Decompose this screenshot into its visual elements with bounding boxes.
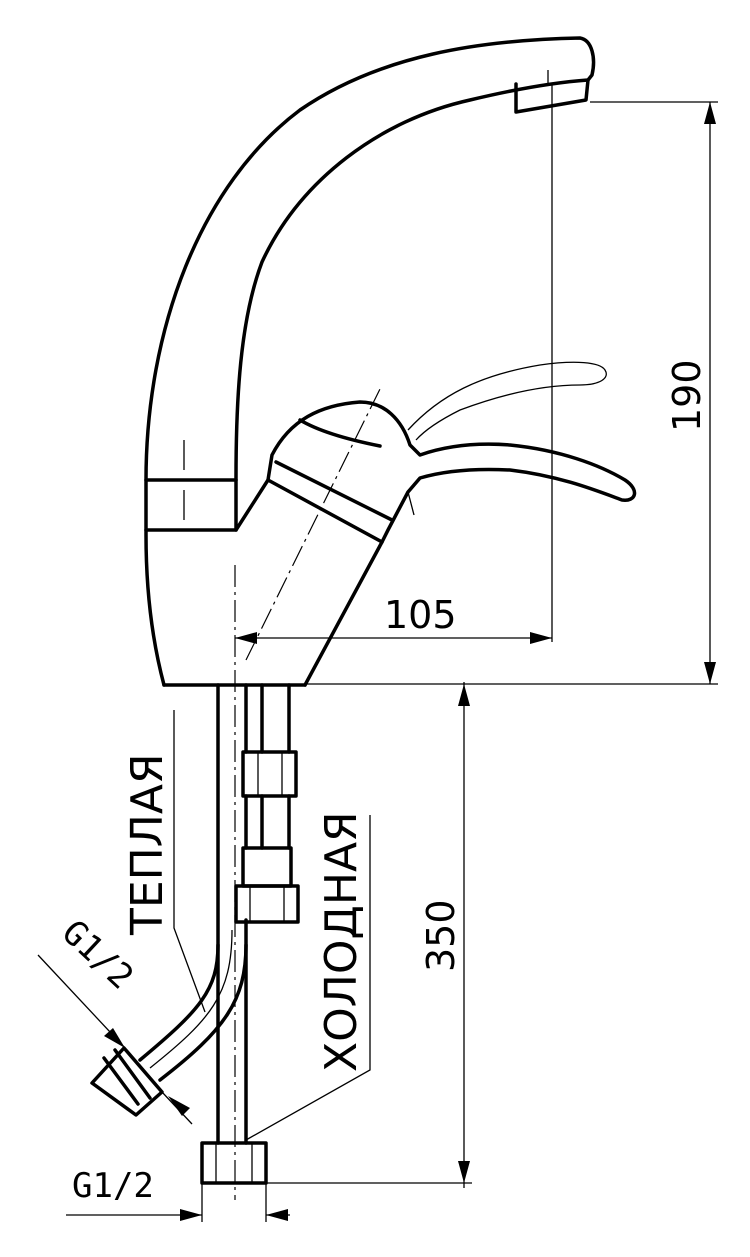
- cold-label-text: ХОЛОДНАЯ: [316, 811, 367, 1072]
- faucet-body: [144, 36, 637, 687]
- dimension-105-label: 105: [384, 593, 457, 637]
- dimension-190-label: 190: [665, 359, 709, 432]
- straight-thread-label: G1/2: [72, 1166, 154, 1206]
- warm-label-text: ТЕПЛАЯ: [122, 753, 173, 936]
- dimension-190: 190: [305, 101, 718, 685]
- angled-thread-dimension: G1/2: [37, 912, 193, 1125]
- center-lines: [234, 384, 383, 1200]
- dimension-105: 105: [235, 84, 553, 644]
- dimension-350-label: 350: [419, 899, 463, 972]
- warm-hose-label: ТЕПЛАЯ: [122, 710, 206, 1013]
- dimension-350: 350: [266, 682, 472, 1188]
- straight-thread-dimension: G1/2: [66, 1166, 290, 1222]
- cold-hose-label: ХОЛОДНАЯ: [245, 811, 371, 1141]
